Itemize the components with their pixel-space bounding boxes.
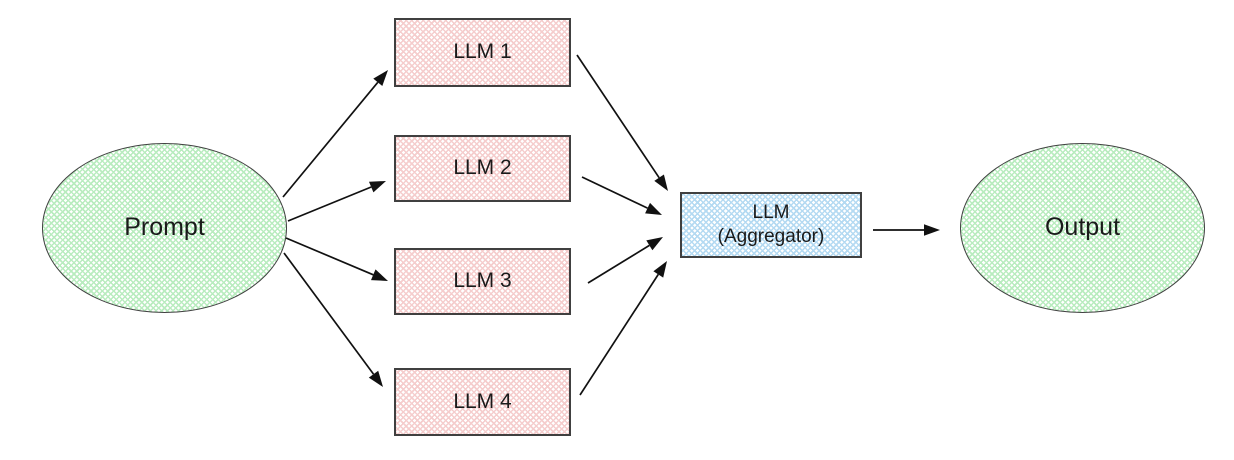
arrow-prompt-to-llm3	[285, 237, 388, 281]
node-llm-3-label: LLM 3	[453, 269, 512, 293]
node-llm-1: LLM 1	[394, 18, 571, 87]
node-llm-2-label: LLM 2	[453, 156, 512, 180]
arrow-llm3-to-aggregator	[587, 237, 663, 284]
node-output: Output	[960, 143, 1205, 313]
node-llm-1-label: LLM 1	[453, 40, 512, 64]
arrow-prompt-to-llm4	[283, 252, 383, 387]
arrow-aggregator-to-output	[873, 224, 940, 236]
node-llm-4-label: LLM 4	[453, 389, 512, 413]
node-llm-4: LLM 4	[394, 368, 571, 436]
arrow-llm2-to-aggregator	[581, 176, 662, 215]
node-output-label: Output	[1044, 213, 1121, 242]
node-prompt-label: Prompt	[124, 213, 205, 242]
node-llm-aggregator-label-line2: (Aggregator)	[717, 226, 825, 247]
node-llm-2: LLM 2	[394, 135, 571, 202]
arrow-prompt-to-llm2	[287, 181, 386, 222]
node-prompt: Prompt	[42, 143, 287, 313]
node-llm-3: LLM 3	[394, 248, 571, 315]
arrow-llm4-to-aggregator	[579, 261, 667, 396]
arrow-llm1-to-aggregator	[576, 54, 668, 191]
node-llm-aggregator-label-line1: LLM	[752, 202, 790, 224]
arrow-prompt-to-llm1	[282, 70, 388, 198]
node-llm-aggregator: LLM (Aggregator)	[680, 192, 862, 258]
